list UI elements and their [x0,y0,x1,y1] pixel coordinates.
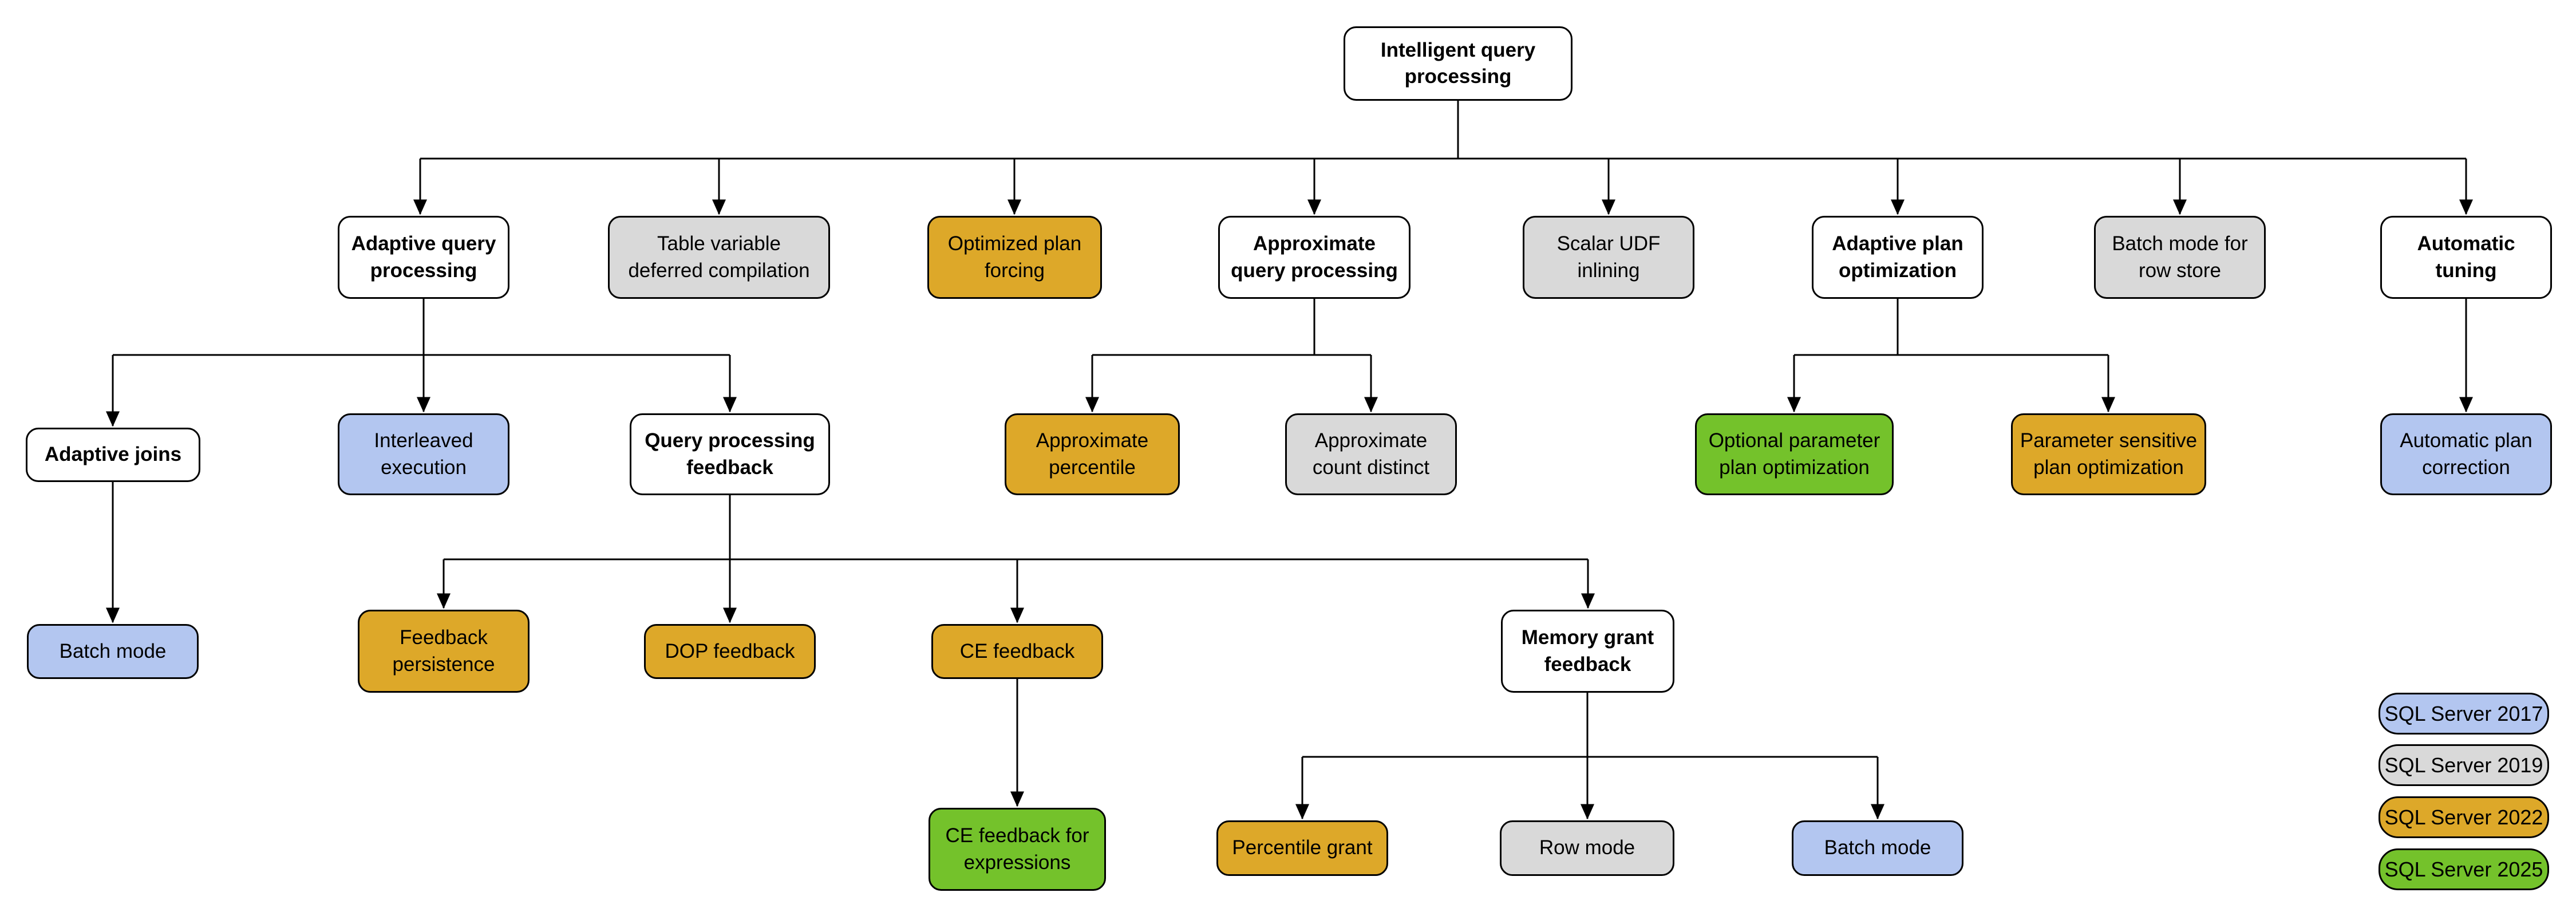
node-interleaved-execution: Interleaved execution [338,413,509,495]
node-optimized-plan-forcing: Optimized plan forcing [927,216,1102,299]
connector-adaptive-query-processing-children [106,299,737,427]
node-dop-feedback: DOP feedback [644,624,816,679]
node-adaptive-joins: Adaptive joins [26,428,200,482]
legend-sql-server-2017: SQL Server 2017 [2379,693,2549,735]
node-query-processing-feedback: Query processing feedback [630,413,830,495]
node-ce-feedback-for-expressions: CE feedback for expressions [929,808,1106,891]
node-intelligent-query-processing: Intelligent query processing [1344,26,1573,101]
node-batch-mode-adaptive-joins: Batch mode [27,624,199,679]
node-automatic-tuning: Automatic tuning [2380,216,2552,299]
legend-sql-server-2022: SQL Server 2022 [2379,796,2549,838]
node-batch-mode-for-row-store: Batch mode for row store [2094,216,2266,299]
connector-adaptive-plan-optimization-children [1787,299,2115,413]
node-percentile-grant: Percentile grant [1216,820,1388,876]
node-parameter-sensitive-plan-optimization: Parameter sensitive plan optimization [2011,413,2206,495]
node-memory-grant-feedback: Memory grant feedback [1501,610,1674,693]
node-ce-feedback: CE feedback [931,624,1103,679]
connector-memory-grant-feedback-children [1295,693,1884,820]
node-batch-mode-memory-grant: Batch mode [1792,820,1963,876]
node-automatic-plan-correction: Automatic plan correction [2380,413,2552,495]
node-optional-parameter-plan-optimization: Optional parameter plan optimization [1695,413,1894,495]
node-adaptive-query-processing: Adaptive query processing [338,216,509,299]
node-adaptive-plan-optimization: Adaptive plan optimization [1812,216,1984,299]
connector-approximate-query-processing-children [1085,299,1378,413]
node-feedback-persistence: Feedback persistence [358,610,530,693]
node-approximate-query-processing: Approximate query processing [1218,216,1411,299]
node-approximate-percentile: Approximate percentile [1005,413,1180,495]
node-table-variable-deferred-compilation: Table variable deferred compilation [608,216,830,299]
connector-root-to-level2 [413,101,2473,215]
connector-query-processing-feedback-children [437,495,1595,623]
node-approximate-count-distinct: Approximate count distinct [1285,413,1457,495]
legend-sql-server-2025: SQL Server 2025 [2379,848,2549,890]
legend-sql-server-2019: SQL Server 2019 [2379,744,2549,786]
node-scalar-udf-inlining: Scalar UDF inlining [1523,216,1694,299]
node-row-mode: Row mode [1500,820,1674,876]
